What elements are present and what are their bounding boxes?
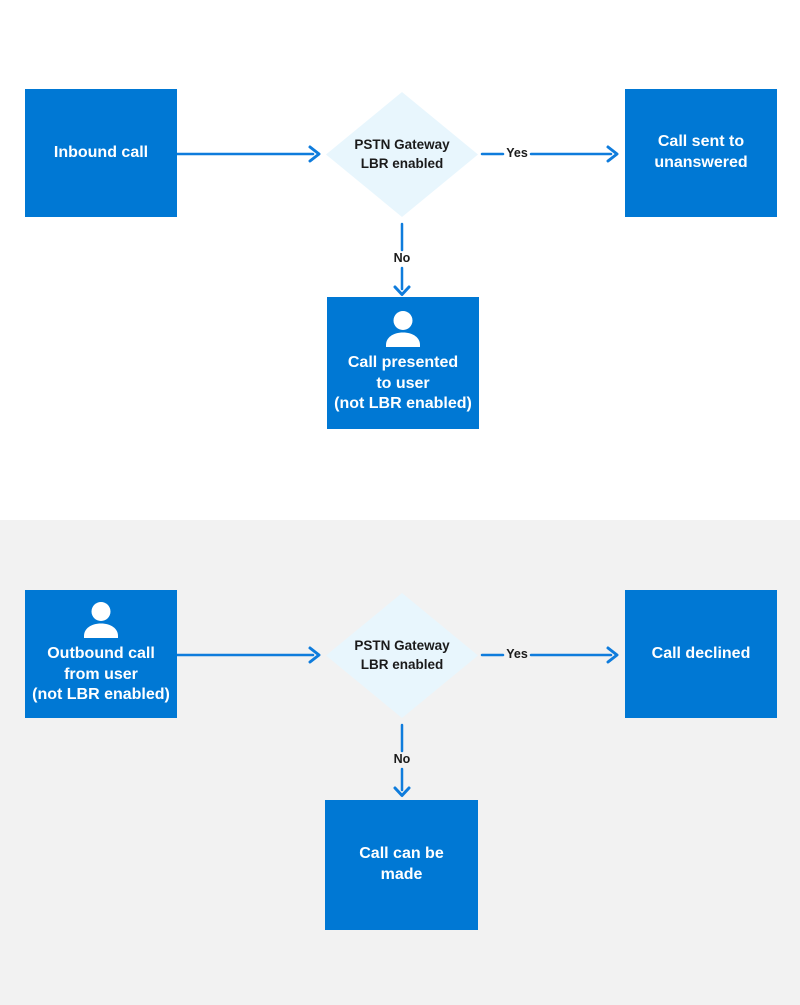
- arrowhead-inbound-to-decision: [308, 145, 321, 163]
- node-call-presented-to-user-label: Call presented to user (not LBR enabled): [334, 353, 472, 413]
- arrowhead-decision-to-unanswered: [606, 145, 619, 163]
- node-outbound-call-from-user-label: Outbound call from user (not LBR enabled…: [32, 644, 170, 704]
- edge-label-yes-inbound: Yes: [506, 146, 528, 160]
- node-call-can-be-made-label: Call can be made: [359, 845, 444, 883]
- edge-label-no-outbound: No: [393, 752, 411, 766]
- node-inbound-call-label: Inbound call: [53, 143, 149, 161]
- user-icon: [84, 601, 118, 638]
- node-outbound-call-from-user: Outbound call from user (not LBR enabled…: [25, 590, 177, 718]
- edge-label-no-inbound: No: [393, 251, 411, 265]
- arrowhead-decision-to-presented: [393, 285, 411, 296]
- node-call-declined-label: Call declined: [651, 644, 751, 662]
- node-inbound-call: Inbound call: [25, 89, 177, 217]
- arrowhead-decision-to-declined: [606, 646, 619, 664]
- node-call-can-be-made: Call can be made: [325, 800, 478, 930]
- node-call-sent-to-unanswered-label: Call sent to unanswered: [654, 133, 748, 171]
- node-call-sent-to-unanswered: Call sent to unanswered: [625, 89, 777, 217]
- edge-label-yes-outbound: Yes: [506, 647, 528, 661]
- decision-outbound-label: PSTN Gateway LBR enabled: [354, 638, 450, 672]
- decision-inbound-label: PSTN Gateway LBR enabled: [354, 137, 450, 171]
- node-call-declined: Call declined: [625, 590, 777, 718]
- node-call-presented-to-user: Call presented to user (not LBR enabled): [327, 297, 479, 429]
- arrowhead-decision-to-made: [393, 786, 411, 797]
- user-icon: [386, 310, 420, 347]
- arrowhead-outbound-to-decision: [308, 646, 321, 664]
